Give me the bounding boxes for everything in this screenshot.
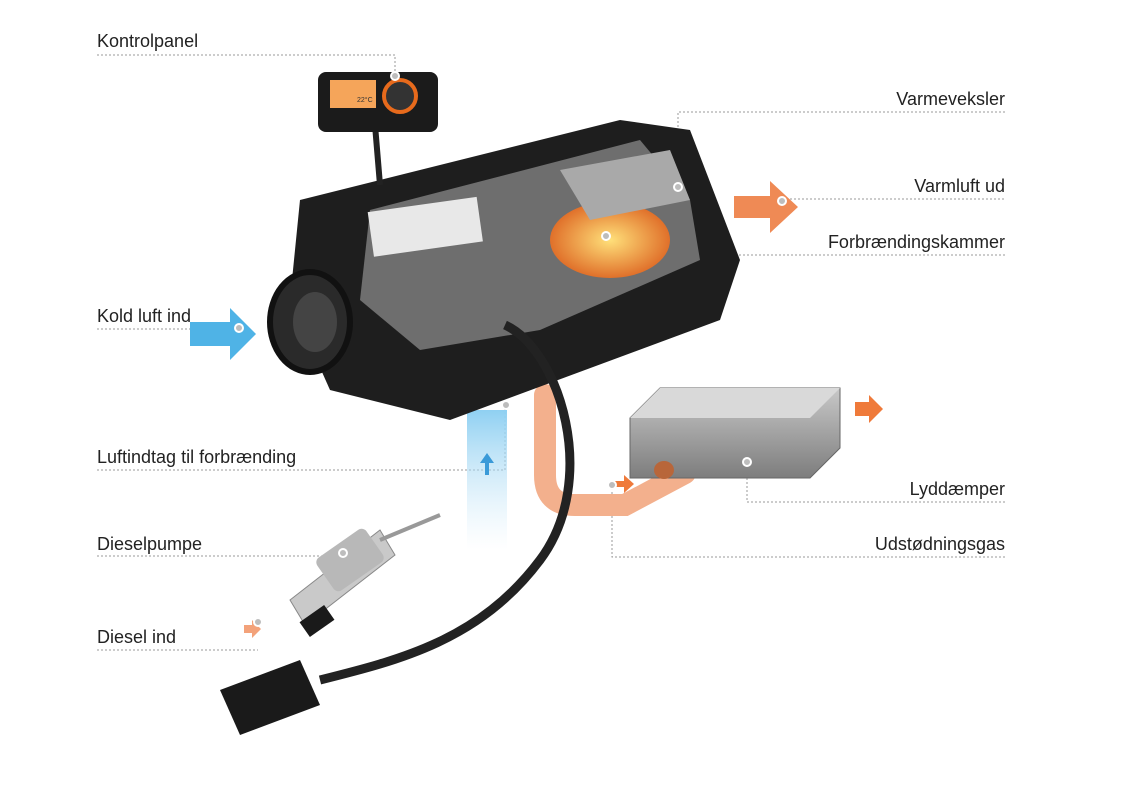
cold-air-arrow-icon	[190, 308, 256, 360]
control-panel	[318, 72, 438, 132]
label-muffler: Lyddæmper	[909, 479, 1005, 499]
diesel-pump	[289, 513, 441, 637]
intake-arrow-icon	[480, 453, 494, 475]
label-combustion-chamber: Forbrændingskammer	[827, 232, 1005, 252]
label-heat-exchanger: Varmeveksler	[896, 89, 1005, 109]
label-diesel-in: Diesel ind	[97, 627, 177, 647]
label-diesel-pump: Dieselpumpe	[97, 534, 203, 554]
exhaust-arrow-icon	[855, 395, 883, 423]
label-exhaust-gas: Udstødningsgas	[874, 534, 1005, 554]
exhaust-pipe	[534, 384, 696, 516]
control-unit	[367, 196, 483, 257]
intake-air-column	[467, 410, 507, 550]
markers	[234, 71, 787, 627]
diesel-arrow-icon	[244, 620, 261, 638]
panel-temperature: 22°C	[357, 97, 373, 104]
cable	[318, 320, 575, 685]
label-warm-air-out: Varmluft ud	[914, 176, 1005, 196]
combustion-chamber	[550, 202, 670, 278]
label-cold-air-in: Kold luft ind	[97, 306, 192, 326]
connector	[220, 660, 320, 735]
panel-knob	[382, 78, 418, 114]
warm-air-arrow-icon	[734, 181, 798, 233]
panel-display	[330, 80, 376, 108]
label-combustion-air-intake: Luftindtag til forbrænding	[97, 447, 297, 467]
label-control-panel: Kontrolpanel	[97, 31, 199, 51]
exhaust-arrow-small-icon	[614, 475, 634, 493]
